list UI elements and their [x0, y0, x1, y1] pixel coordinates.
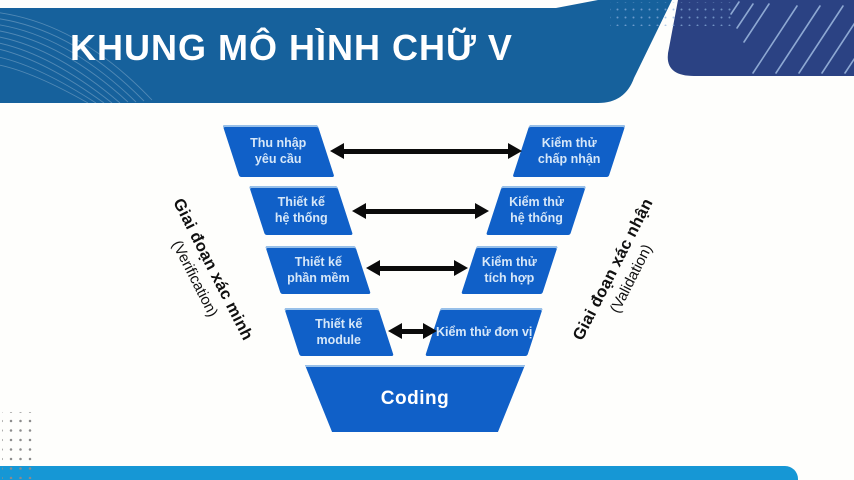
box-module-design: Thiết kế module: [284, 308, 394, 356]
arrow-softwaredesign-integrationtest: [366, 260, 468, 276]
page-title: KHUNG MÔ HÌNH CHỮ V: [70, 27, 513, 68]
arrow-moduledesign-unittest: [388, 323, 437, 339]
box-unit-testing-label: Kiểm thử đơn vị: [435, 324, 533, 339]
box-coding-label: Coding: [380, 387, 450, 409]
box-system-design-label: Thiết kế hệ thống: [274, 195, 328, 226]
box-acceptance-testing: Kiểm thử chấp nhận: [512, 125, 626, 177]
arrowhead-right-icon: [475, 203, 489, 219]
box-integration-testing-label: Kiểm thử tích hợp: [482, 254, 537, 285]
bottom-accent-bar: [0, 466, 798, 480]
arrow-requirements-acceptance: [330, 143, 522, 159]
arrowhead-left-icon: [366, 260, 380, 276]
box-system-design: Thiết kế hệ thống: [249, 186, 353, 235]
box-module-design-label: Thiết kế module: [315, 316, 363, 347]
footer-dot-grid: [2, 412, 35, 479]
box-integration-testing: Kiểm thử tích hợp: [461, 246, 558, 294]
verification-axis-label: Giai đoạn xác minh (Verification): [137, 167, 271, 380]
header-banner-shape: [0, 0, 672, 103]
arrowhead-right-icon: [423, 323, 437, 339]
box-system-testing: Kiểm thử hệ thống: [486, 186, 586, 235]
corner-dot-grid: [610, 2, 732, 26]
box-unit-testing: Kiểm thử đơn vị: [425, 308, 543, 356]
box-coding: Coding: [305, 365, 525, 432]
box-acceptance-testing-label: Kiểm thử chấp nhận: [537, 135, 601, 166]
box-software-design-label: Thiết kế phần mềm: [286, 254, 350, 285]
arrowhead-left-icon: [352, 203, 366, 219]
arrow-systemdesign-systemtest: [352, 203, 489, 219]
box-software-design: Thiết kế phần mềm: [265, 246, 371, 294]
box-system-testing-label: Kiểm thử hệ thống: [508, 195, 564, 226]
box-requirements-label: Thu nhập yêu cầu: [250, 135, 307, 166]
arrowhead-right-icon: [454, 260, 468, 276]
box-requirements: Thu nhập yêu cầu: [222, 125, 335, 177]
verification-axis-subtitle: (Verification): [168, 237, 222, 320]
wave-lines: [0, 12, 153, 104]
diagonal-stripes: [730, 1, 854, 74]
arrowhead-left-icon: [330, 143, 344, 159]
header-decoration: [0, 0, 854, 104]
validation-axis-subtitle: (Validation): [606, 241, 656, 316]
arrowhead-right-icon: [508, 143, 522, 159]
arrowhead-left-icon: [388, 323, 402, 339]
